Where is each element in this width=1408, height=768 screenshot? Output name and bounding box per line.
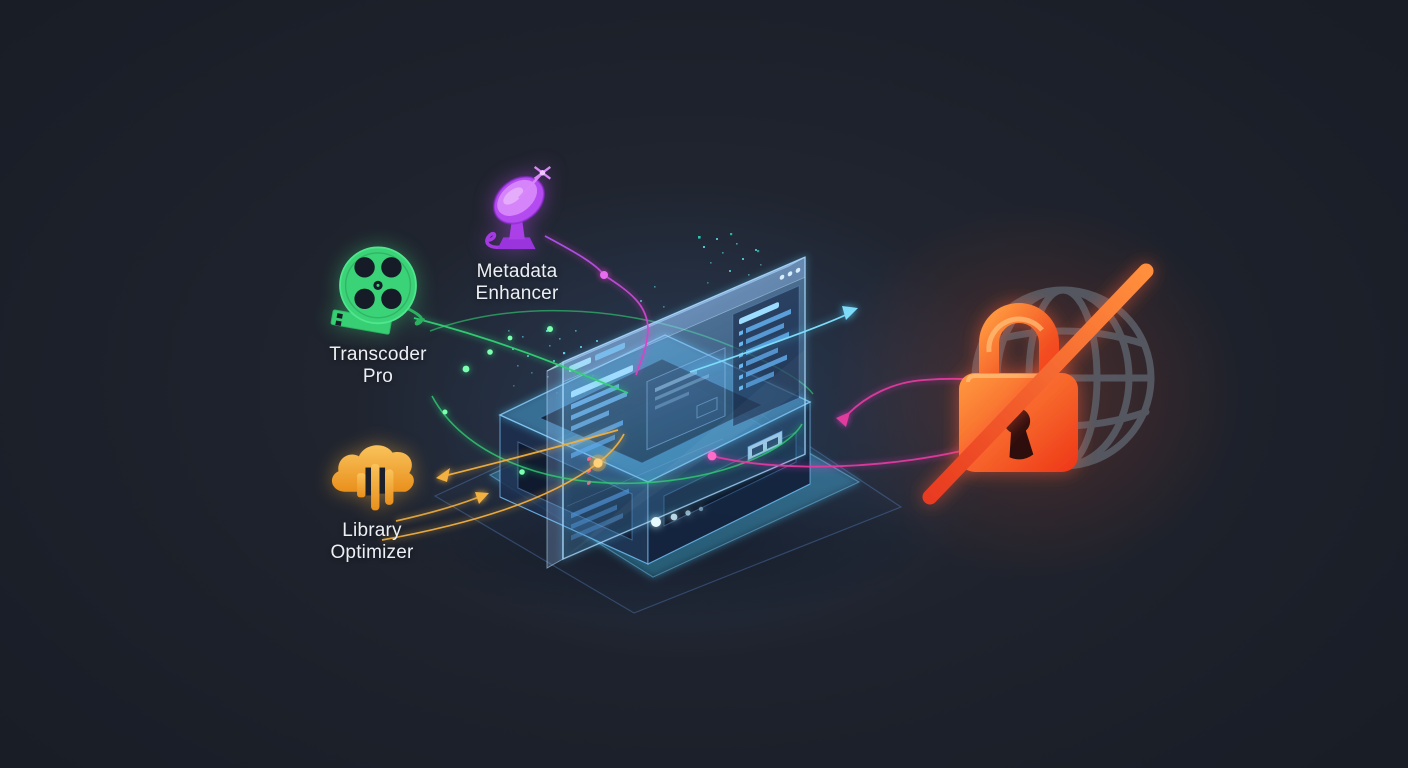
plugin-card-metadata-enhancer: Metadata Enhancer xyxy=(442,163,592,306)
film-reel-icon xyxy=(330,246,425,335)
screen-viewer xyxy=(646,347,726,451)
satellite-dish-icon xyxy=(485,165,551,250)
window-dots xyxy=(779,267,801,280)
plugin-label-metadata-enhancer: Metadata Enhancer xyxy=(475,261,559,305)
screen-edge-left xyxy=(546,361,564,569)
plugin-label-transcoder-pro: Transcoder Pro xyxy=(329,344,427,388)
cloud-bars-icon xyxy=(331,445,414,511)
connection-transcoder-nodes xyxy=(442,326,553,475)
plugin-card-transcoder-pro: Transcoder Pro xyxy=(303,240,453,389)
connection-transcoder xyxy=(413,317,803,485)
connection-outbound xyxy=(689,306,858,373)
connection-library-node xyxy=(589,454,607,472)
plugin-label-library-optimizer: Library Optimizer xyxy=(330,520,414,564)
lock-icon xyxy=(959,303,1078,472)
screen-header xyxy=(563,257,805,382)
plugin-card-library-optimizer: Library Optimizer xyxy=(297,434,447,565)
no-internet-slash xyxy=(922,263,1154,505)
glow-dots-trail xyxy=(651,506,704,527)
screen-rows xyxy=(571,365,633,541)
connection-metadata xyxy=(544,235,649,376)
arrow-to-library xyxy=(436,468,450,482)
arrow-from-library xyxy=(475,492,489,504)
